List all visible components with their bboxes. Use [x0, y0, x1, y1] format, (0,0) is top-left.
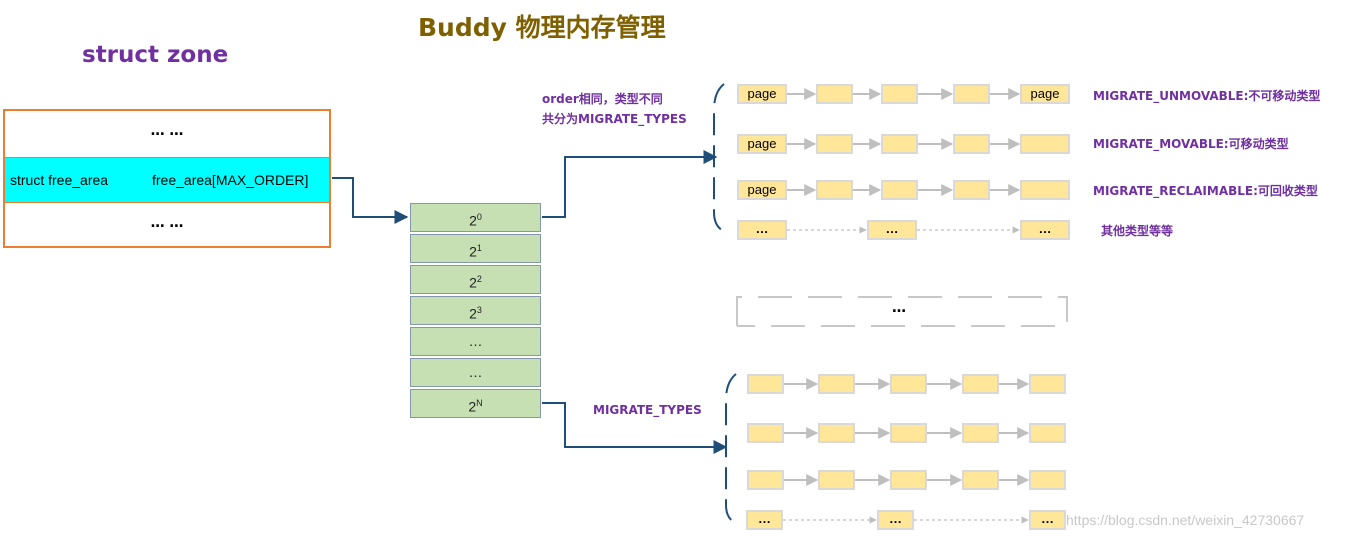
page-block	[881, 84, 918, 104]
page-block	[953, 84, 990, 104]
page-block	[747, 470, 784, 490]
page-block	[881, 180, 918, 200]
order-base: …	[468, 364, 483, 380]
middle-dots: …	[892, 300, 906, 316]
order-base: 2	[469, 212, 477, 229]
page-block	[890, 470, 927, 490]
zone-struct-box: … … struct free_area free_area[MAX_ORDER…	[3, 109, 331, 248]
order-exponent: 0	[476, 212, 482, 222]
page-dots: …	[867, 220, 917, 240]
page-block	[881, 134, 918, 154]
page-block	[818, 374, 855, 394]
page-block	[818, 470, 855, 490]
page-block	[953, 134, 990, 154]
order-cell: …	[410, 358, 541, 387]
order-exponent: 2	[476, 274, 482, 284]
watermark: https://blog.csdn.net/weixin_42730667	[1066, 512, 1305, 528]
page-block	[953, 180, 990, 200]
page-block	[816, 180, 853, 200]
page-block	[816, 84, 853, 104]
free-area-row: struct free_area free_area[MAX_ORDER]	[5, 157, 329, 203]
annotation-top-line1: order相同，类型不同	[542, 92, 663, 106]
page-block	[816, 134, 853, 154]
annotation-top-line2: 共分为MIGRATE_TYPES	[542, 112, 687, 126]
order-cell: 20	[410, 203, 541, 232]
page-block	[962, 470, 999, 490]
page-block: page	[1020, 84, 1070, 104]
page-block	[890, 423, 927, 443]
page-block	[1029, 374, 1066, 394]
page-dots: …	[877, 510, 914, 530]
order-cell: 22	[410, 265, 541, 294]
page-dots: …	[1020, 220, 1070, 240]
page-block	[890, 374, 927, 394]
order0-to-lists-arrow	[542, 150, 718, 218]
order-cell: 2N	[410, 389, 541, 418]
page-dots: …	[746, 510, 783, 530]
page-block	[1020, 134, 1070, 154]
zone-top-dots: … …	[150, 123, 184, 139]
page-block: page	[737, 134, 787, 154]
page-dots: …	[737, 220, 787, 240]
page-block	[747, 374, 784, 394]
page-block	[1029, 470, 1066, 490]
order-base: 2	[469, 243, 477, 260]
migrate-type-label: MIGRATE_UNMOVABLE:不可移动类型	[1093, 89, 1321, 103]
zone-to-orders-arrow	[332, 177, 409, 224]
page-block	[1029, 423, 1066, 443]
order-exponent: 3	[476, 305, 482, 315]
order-base: 2	[469, 274, 477, 291]
page-block: page	[737, 180, 787, 200]
page-block	[747, 423, 784, 443]
zone-title: struct zone	[82, 42, 229, 68]
page-dots: …	[1029, 510, 1066, 530]
page-block	[962, 374, 999, 394]
orderN-to-lists-arrow	[542, 402, 728, 454]
middle-placeholder-box	[736, 296, 1068, 327]
order-cell: …	[410, 327, 541, 356]
page-block: page	[737, 84, 787, 104]
order-base: 2	[468, 398, 477, 415]
zone-bottom-dots: … …	[150, 215, 184, 231]
order-exponent: N	[476, 398, 483, 408]
order-base: …	[468, 333, 483, 349]
annotation-bottom: MIGRATE_TYPES	[593, 403, 702, 417]
free-area-field: free_area[MAX_ORDER]	[152, 172, 309, 188]
bottom-bracket	[725, 373, 739, 525]
free-area-type: struct free_area	[10, 172, 109, 188]
page-block	[818, 423, 855, 443]
migrate-type-label: MIGRATE_RECLAIMABLE:可回收类型	[1093, 184, 1318, 198]
order-exponent: 1	[476, 243, 482, 253]
page-block	[962, 423, 999, 443]
diagram-title: Buddy 物理内存管理	[418, 13, 666, 42]
page-block	[1020, 180, 1070, 200]
order-cell: 23	[410, 296, 541, 325]
migrate-type-label: 其他类型等等	[1101, 224, 1174, 238]
migrate-type-label: MIGRATE_MOVABLE:可移动类型	[1093, 137, 1289, 151]
order-cell: 21	[410, 234, 541, 263]
top-bracket	[713, 83, 727, 233]
order-base: 2	[469, 305, 477, 322]
